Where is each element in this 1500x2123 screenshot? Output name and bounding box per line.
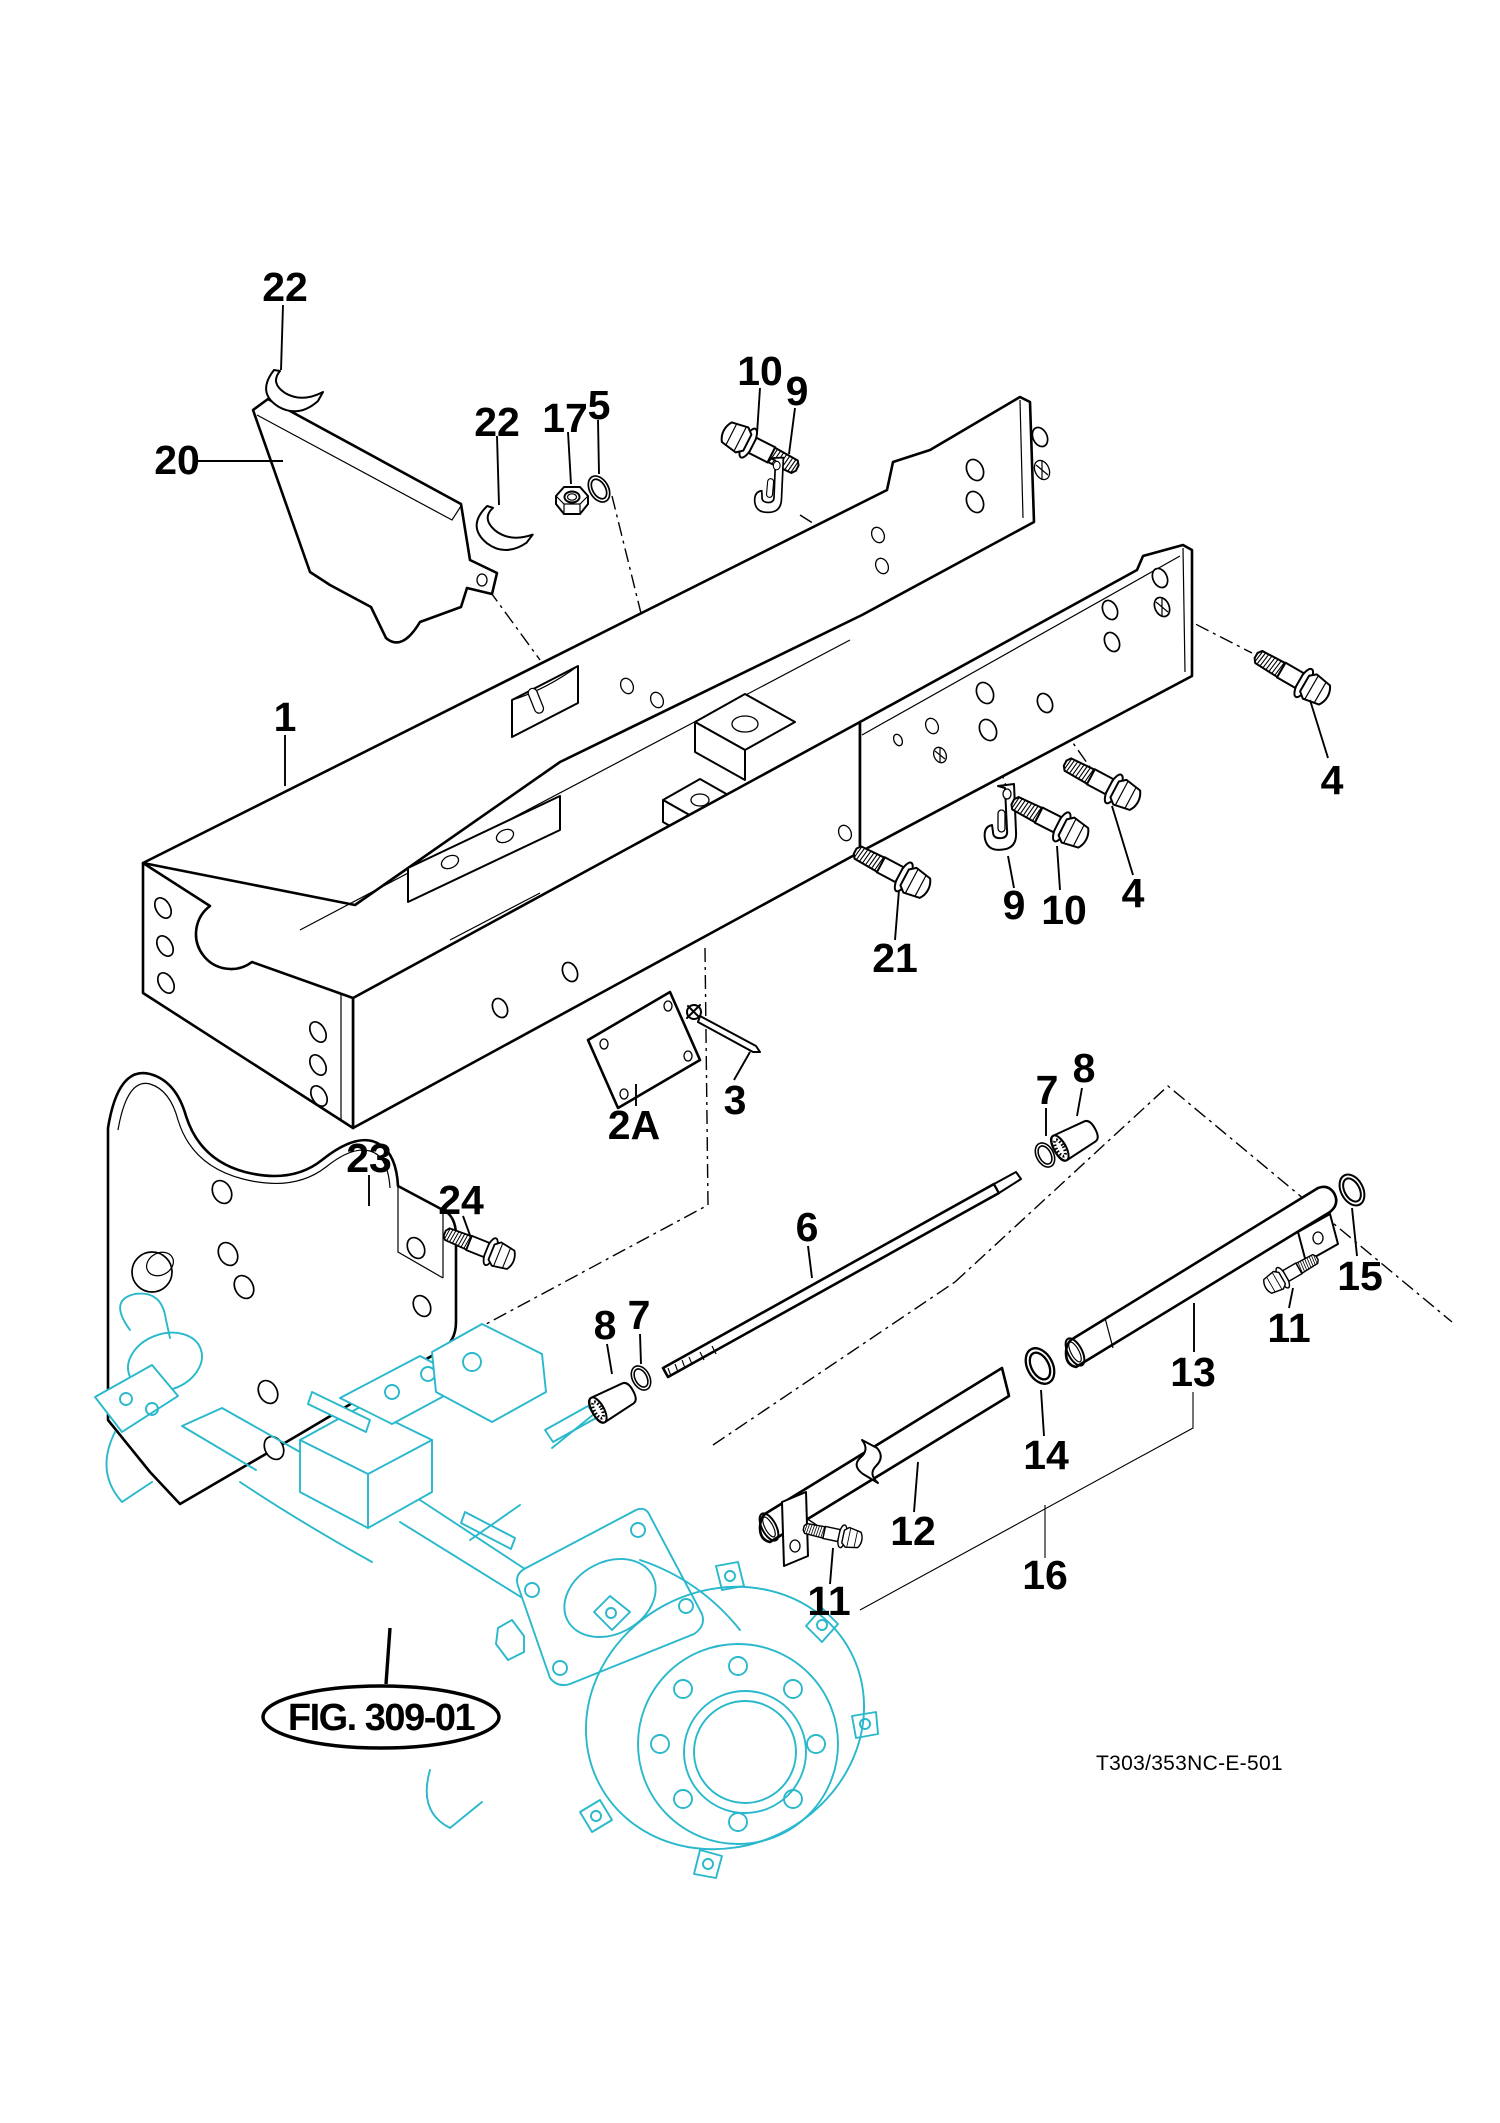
callout-4-mid: 4 bbox=[1122, 870, 1145, 916]
callout-12: 12 bbox=[890, 1508, 936, 1554]
callout-5: 5 bbox=[588, 382, 611, 428]
callout-22-top: 22 bbox=[262, 264, 308, 310]
callout-16: 16 bbox=[1022, 1552, 1068, 1598]
bolt-4-right bbox=[1247, 640, 1337, 712]
callout-10-mid: 10 bbox=[1041, 887, 1087, 933]
callout-9-mid: 9 bbox=[1003, 882, 1026, 928]
callouts: 22 20 22 17 5 10 9 1 4 21 9 10 4 2A 3 23… bbox=[154, 264, 1383, 1624]
oring-14 bbox=[1018, 1342, 1062, 1390]
bolt-10-mid bbox=[1004, 786, 1095, 855]
callout-15: 15 bbox=[1337, 1253, 1383, 1299]
oring-15 bbox=[1333, 1169, 1371, 1211]
group-line-16 bbox=[859, 1392, 1194, 1611]
callout-21: 21 bbox=[872, 935, 918, 981]
callout-7-lower: 7 bbox=[628, 1292, 651, 1338]
hook-bracket-9-mid bbox=[983, 783, 1018, 851]
pin-3 bbox=[686, 1004, 761, 1053]
callout-20: 20 bbox=[154, 437, 200, 483]
frame-part-1 bbox=[141, 395, 1194, 1130]
callout-4-right: 4 bbox=[1321, 757, 1344, 803]
figure-reference: FIG. 309-01 bbox=[261, 1627, 501, 1750]
callout-14: 14 bbox=[1023, 1432, 1069, 1478]
bolt-21 bbox=[846, 835, 937, 905]
callout-22-mid: 22 bbox=[474, 399, 520, 445]
clip-22-top bbox=[265, 369, 324, 413]
figure-ref-text: FIG. 309-01 bbox=[288, 1697, 476, 1739]
callout-8-lower: 8 bbox=[594, 1302, 617, 1348]
leader-lines bbox=[198, 304, 1358, 1585]
callout-11-lower: 11 bbox=[807, 1578, 850, 1624]
callout-1: 1 bbox=[274, 694, 297, 740]
callout-8-upper: 8 bbox=[1073, 1045, 1096, 1091]
callout-17: 17 bbox=[542, 395, 588, 441]
clip-22-mid bbox=[472, 503, 537, 555]
callout-13: 13 bbox=[1170, 1349, 1216, 1395]
callout-2a: 2A bbox=[608, 1102, 660, 1148]
callout-23: 23 bbox=[346, 1135, 392, 1181]
deflector-plate-20 bbox=[251, 397, 499, 644]
callout-24: 24 bbox=[438, 1177, 484, 1223]
nut-17 bbox=[555, 486, 589, 515]
cover-plate-2a bbox=[586, 990, 702, 1110]
steering-tube-13 bbox=[1064, 1185, 1339, 1369]
front-axle-assembly bbox=[94, 1292, 879, 1879]
callout-9-top: 9 bbox=[786, 368, 809, 414]
callout-6: 6 bbox=[796, 1204, 819, 1250]
bolt-11-lower bbox=[800, 1516, 865, 1553]
bolt-11-upper bbox=[1259, 1247, 1324, 1299]
callout-10-top: 10 bbox=[737, 348, 783, 394]
drawing-code: T303/353NC-E-501 bbox=[1096, 1752, 1283, 1775]
bolt-4-mid bbox=[1056, 747, 1147, 817]
steering-tube-12 bbox=[758, 1366, 1011, 1567]
callout-7-upper: 7 bbox=[1036, 1067, 1059, 1113]
bushing-8-upper bbox=[1046, 1114, 1104, 1165]
bolt-10-top bbox=[715, 415, 806, 484]
callout-11-upper: 11 bbox=[1267, 1305, 1310, 1351]
hook-bracket-9-top bbox=[752, 454, 787, 515]
callout-3: 3 bbox=[724, 1077, 747, 1123]
link-rod-6 bbox=[661, 1171, 1022, 1379]
